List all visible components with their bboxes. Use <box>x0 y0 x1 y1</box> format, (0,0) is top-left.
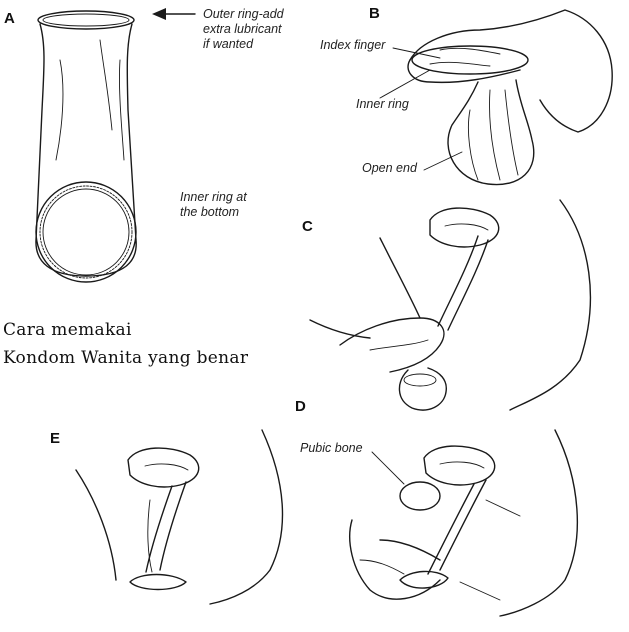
canal-wall <box>145 485 173 573</box>
squeezed-ring <box>411 45 529 75</box>
condom-fold <box>489 89 501 181</box>
outer-ring-arrow-head <box>152 8 166 20</box>
inner-ring-edge <box>42 188 130 276</box>
finger-outline <box>407 59 521 84</box>
leader-open-end <box>423 151 463 171</box>
inner-ring-texture <box>39 185 133 279</box>
condom-fold <box>147 499 153 573</box>
uterus-cavity <box>439 461 485 469</box>
caption-line-1: Cara memakai <box>3 320 132 340</box>
body-contour <box>509 199 592 411</box>
body-contour <box>209 429 284 605</box>
hand-outline <box>409 9 613 133</box>
outer-ring <box>403 373 437 387</box>
outer-ring <box>399 570 449 589</box>
body-contour-left <box>75 469 117 581</box>
inner-ring <box>35 181 137 283</box>
canal-wall <box>159 481 187 571</box>
panel-d-pushing <box>349 429 578 617</box>
leader-line <box>459 581 501 601</box>
canal-wall <box>447 239 489 331</box>
thigh-line <box>309 319 371 339</box>
panel-b-hand <box>379 9 613 186</box>
label-index-finger: Index finger <box>320 38 386 52</box>
panel-c-insertion <box>309 199 592 411</box>
finger-crease <box>439 47 501 55</box>
condom-hanging <box>447 79 535 186</box>
finger-crease <box>429 61 491 67</box>
leader-line <box>485 499 521 517</box>
panel-letter-c: C <box>302 218 313 235</box>
body-contour <box>499 429 578 617</box>
caption-line-2: Kondom Wanita yang benar <box>3 348 249 368</box>
label-line: the bottom <box>180 205 240 219</box>
condom-fold <box>468 109 479 181</box>
leader-pubic-bone <box>371 451 405 485</box>
uterus <box>127 447 200 488</box>
label-pubic-bone: Pubic bone <box>300 441 363 455</box>
uterus-cavity <box>144 463 189 471</box>
leader-inner-ring <box>379 69 431 99</box>
canal-wall <box>437 235 479 327</box>
canal-wall <box>427 483 475 575</box>
pubic-bone <box>399 481 441 511</box>
abdomen-line <box>379 237 421 319</box>
condom-fold <box>504 89 519 176</box>
label-line: if wanted <box>203 37 254 51</box>
panel-letter-d: D <box>295 398 306 415</box>
panel-letter-e: E <box>50 430 61 447</box>
panel-a-condom <box>35 8 196 283</box>
outer-ring-inner-edge <box>42 13 130 27</box>
outer-ring <box>129 573 187 591</box>
uterus <box>429 207 500 248</box>
condom-wrinkle <box>55 59 64 161</box>
label-open-end: Open end <box>362 161 417 175</box>
label-line: Outer ring-add <box>203 7 284 21</box>
hand-outline <box>339 317 445 373</box>
panel-letter-b: B <box>369 5 380 22</box>
finger-crease <box>359 559 405 575</box>
label-outer-ring: Outer ring-add extra lubricant if wanted <box>203 7 284 52</box>
panel-e-in-place <box>75 429 284 605</box>
hand-outline <box>349 519 441 600</box>
outer-ring <box>37 10 135 30</box>
panel-letter-a: A <box>4 10 15 27</box>
condom-wrinkle <box>99 39 113 131</box>
label-inner-ring: Inner ring <box>356 97 409 111</box>
finger-crease <box>369 339 429 351</box>
index-finger <box>379 539 441 561</box>
label-inner-ring-bottom: Inner ring at the bottom <box>180 190 247 220</box>
label-line: Inner ring at <box>180 190 247 204</box>
uterus-cavity <box>444 223 489 231</box>
condom-outer-end <box>398 367 447 411</box>
condom-wrinkle <box>119 59 125 161</box>
condom-body <box>35 23 137 277</box>
uterus <box>423 445 496 486</box>
leader-index-finger <box>392 47 441 59</box>
canal-wall <box>439 479 487 571</box>
label-line: extra lubricant <box>203 22 282 36</box>
